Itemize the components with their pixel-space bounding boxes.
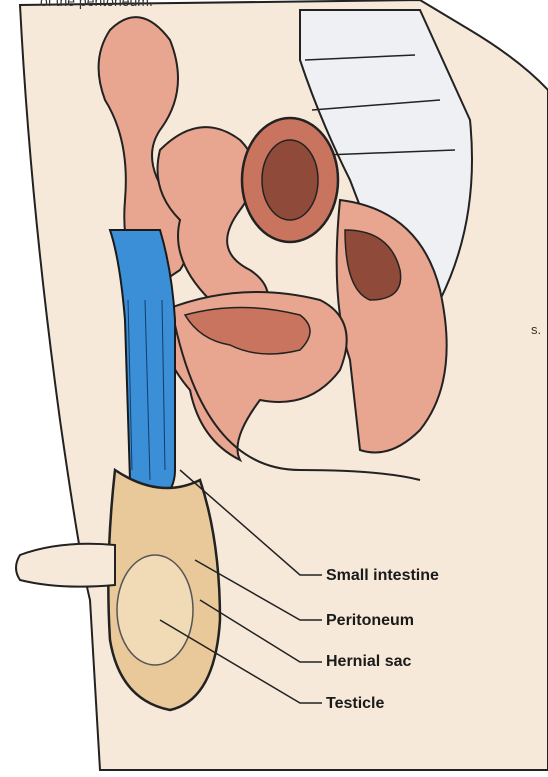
edge-text: s. bbox=[531, 322, 541, 337]
caption-text: of the peritoneum. bbox=[40, 0, 153, 9]
label-testicle: Testicle bbox=[326, 695, 384, 713]
label-hernial-sac: Hernial sac bbox=[326, 653, 411, 671]
label-small-intestine: Small intestine bbox=[326, 567, 439, 585]
label-peritoneum: Peritoneum bbox=[326, 612, 414, 630]
penis bbox=[16, 544, 115, 587]
testicle bbox=[117, 555, 193, 665]
